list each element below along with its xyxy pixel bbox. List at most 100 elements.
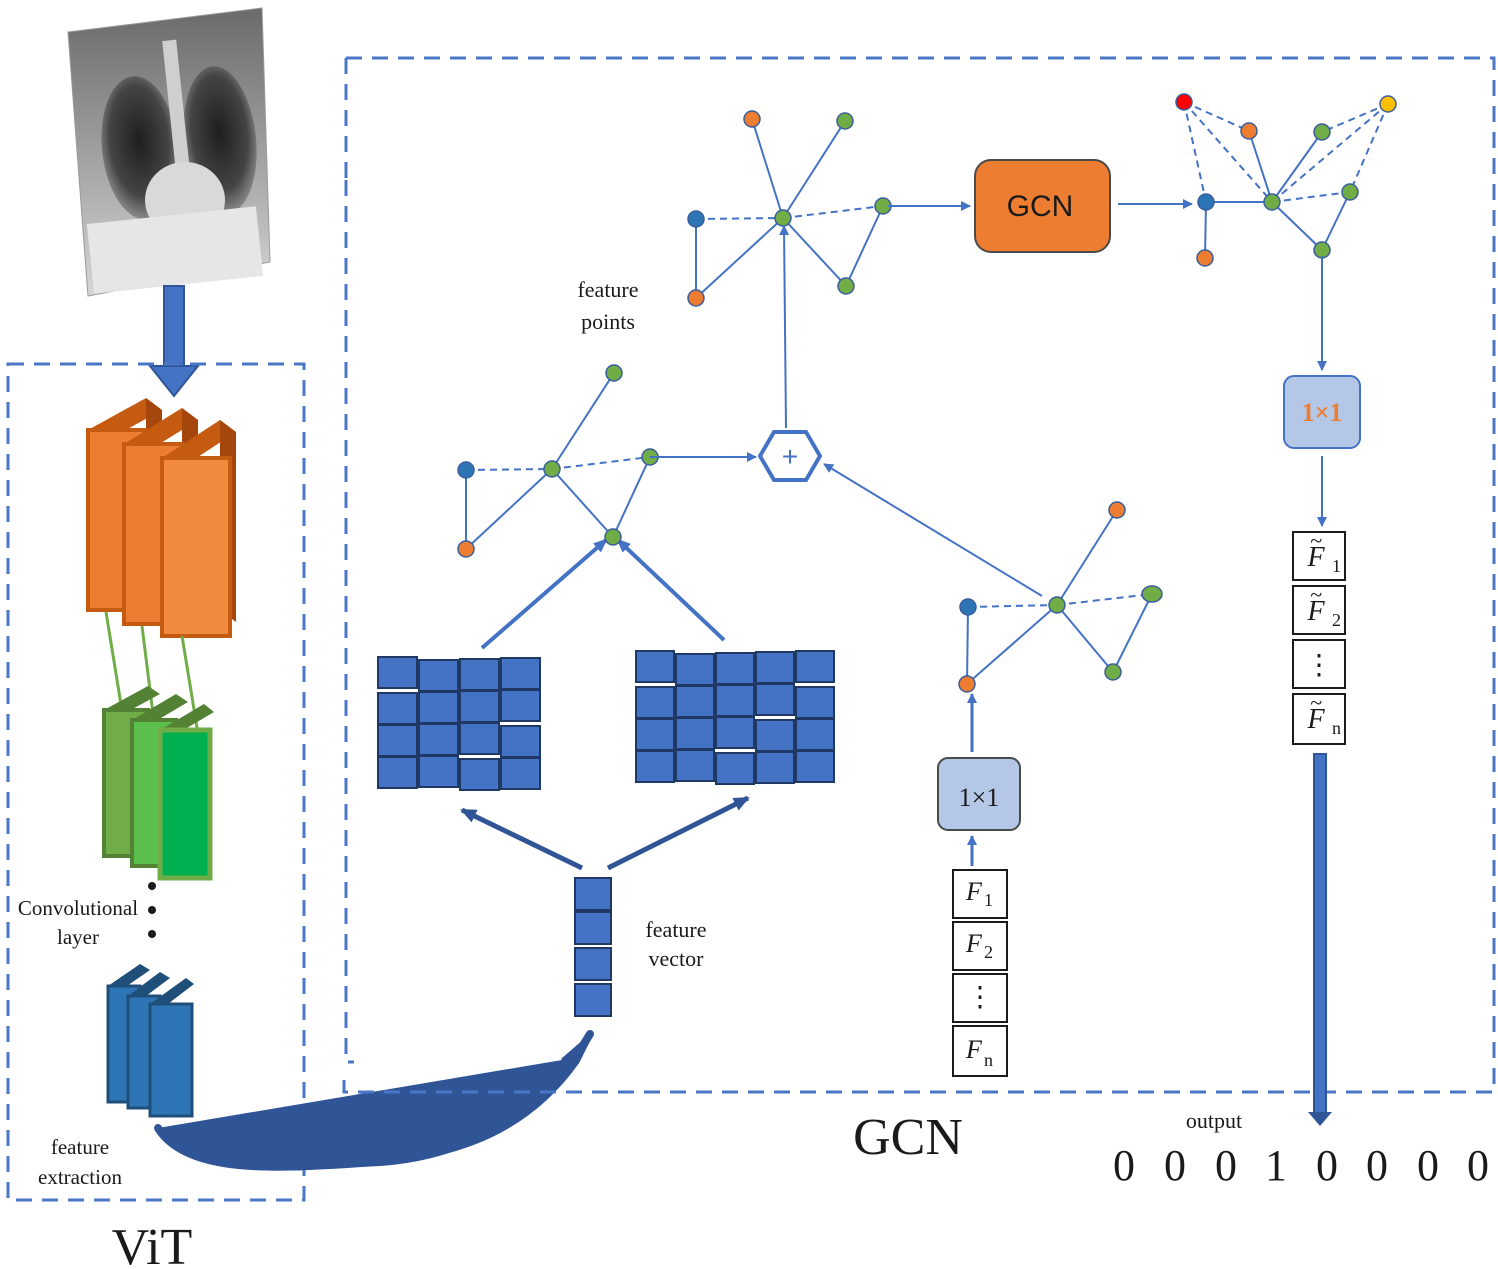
gcn-frame — [342, 56, 1496, 1094]
graph-edge — [782, 217, 847, 287]
graph-edge-dashed — [551, 456, 651, 470]
graph-node — [1240, 122, 1258, 140]
grid-cell — [715, 684, 755, 717]
output-feature-n-base: F — [1306, 704, 1325, 735]
grid-cell — [755, 683, 795, 716]
grid-cell — [418, 659, 459, 692]
output-digit: 0 — [1467, 1141, 1489, 1190]
graph-node — [1263, 193, 1281, 211]
output-feature-cell — [1292, 639, 1346, 689]
conv1x1-bottom-box — [937, 757, 1021, 831]
merged-graph — [687, 110, 892, 307]
grid-cell — [715, 652, 755, 685]
grid-cell — [500, 689, 541, 722]
plus-to-top-graph-arrow — [779, 225, 790, 429]
grid-cell — [715, 716, 755, 749]
grid-cell — [675, 653, 715, 686]
grid-cell — [377, 656, 418, 689]
graph-node — [836, 112, 854, 130]
graph-edge — [1271, 131, 1323, 203]
output-feature-cell — [1292, 693, 1346, 745]
grid-cell — [377, 756, 418, 789]
graph-node — [604, 528, 622, 546]
gcn-block — [974, 159, 1111, 253]
grid-cell — [459, 758, 500, 791]
aggregator-plus: + — [782, 441, 798, 472]
graph-node — [959, 598, 977, 616]
graph-edge-dashed — [967, 604, 1058, 608]
graph-edge — [751, 118, 784, 219]
conv-layer-label-1: Convolutional — [18, 896, 138, 920]
graph-edge-dashed — [1056, 593, 1153, 606]
grid-cell — [795, 686, 835, 719]
gcn-output-graph — [1175, 93, 1397, 267]
graph-edge-dashed — [465, 468, 553, 471]
conv1x1-right-box — [1283, 375, 1361, 449]
graph-edge — [1248, 130, 1273, 203]
input-graph — [958, 501, 1163, 693]
grid-cell — [795, 750, 835, 783]
grid-cell — [715, 752, 755, 785]
gcn-title: GCN — [853, 1109, 963, 1166]
gcn-block-label: GCN — [1007, 190, 1074, 223]
graph-edge — [695, 217, 784, 299]
graph-edge — [1271, 201, 1323, 251]
output-digit: 0 — [1164, 1141, 1186, 1190]
graph-edge-dashed — [782, 205, 884, 219]
graph-node — [543, 460, 561, 478]
output-arrow-head — [1308, 1112, 1332, 1126]
grid-cell — [459, 722, 500, 755]
conv1x1-bottom-label: 1×1 — [959, 783, 1000, 812]
graph-edge — [1321, 191, 1351, 251]
graph-edge — [845, 205, 884, 287]
grid-cell — [635, 686, 675, 719]
graph-node — [457, 461, 475, 479]
output-feature-cell — [1292, 531, 1346, 581]
feature-vector-label-1: feature — [645, 917, 706, 942]
graph-node — [958, 675, 976, 693]
output-digit: 1 — [1265, 1141, 1287, 1190]
input-arrow — [147, 285, 201, 398]
graph-edge — [465, 468, 553, 550]
graph-node — [1048, 596, 1066, 614]
input-feature-dots: ⋮ — [966, 982, 994, 1013]
output-feature-2-base: F — [1306, 596, 1325, 627]
output-feature-1-base: F — [1306, 542, 1325, 573]
grid-cell — [377, 724, 418, 757]
right-grid-to-graph-arrow — [616, 538, 726, 642]
graph-node — [1313, 123, 1331, 141]
graph-node — [1341, 183, 1359, 201]
output-feature-2-sub: 2 — [1332, 610, 1341, 630]
graph-layer — [457, 93, 1397, 693]
bottom-graph-to-plus-arrow — [823, 463, 1043, 597]
grid-cell — [675, 749, 715, 782]
output-feature-n-sub: n — [1332, 718, 1341, 738]
output-arrow-shaft — [1313, 753, 1327, 1117]
grid-cell — [675, 717, 715, 750]
output-feature-cell — [1292, 585, 1346, 635]
graph-edge-dashed — [1271, 103, 1389, 203]
graph-node — [1141, 585, 1163, 603]
graph-node — [774, 209, 792, 227]
blue-feature-plates — [106, 964, 194, 1118]
graph-edge-dashed — [1183, 101, 1273, 203]
vector-to-left-grid-arrow — [460, 807, 584, 871]
graph-edge — [782, 120, 846, 219]
output-feature-1-accent: ~ — [1310, 528, 1322, 553]
grid-cell — [675, 685, 715, 718]
graph-edge — [551, 372, 615, 470]
output-label: output — [1186, 1108, 1242, 1133]
graph-edge — [966, 606, 969, 685]
graph-node — [1313, 241, 1331, 259]
vit-to-vector-arrow — [156, 1032, 594, 1169]
output-digit: 0 — [1366, 1141, 1388, 1190]
graph-edge — [1204, 201, 1207, 259]
grid-cell — [459, 690, 500, 723]
conv1x1-right-label: 1×1 — [1302, 398, 1343, 427]
hexagon-plus-icon — [757, 430, 823, 482]
chest-xray-image — [67, 7, 271, 297]
output-digit: 0 — [1215, 1141, 1237, 1190]
output-digit: 0 — [1316, 1141, 1338, 1190]
feature-points-graph — [457, 364, 659, 558]
grid-cell — [755, 719, 795, 752]
